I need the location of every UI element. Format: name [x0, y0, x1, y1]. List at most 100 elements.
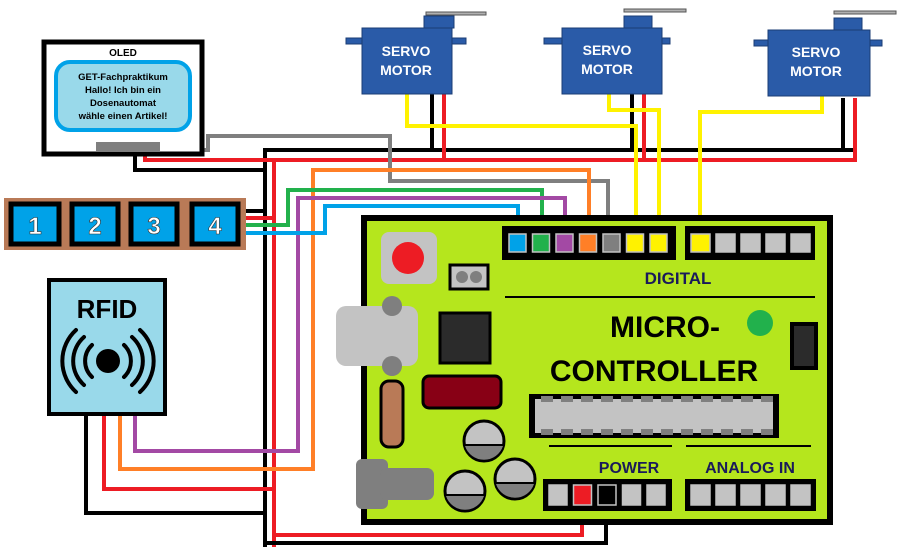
dip-pin [581, 396, 593, 402]
status-led [747, 310, 773, 336]
digital-pin [765, 233, 786, 253]
servo-horn [833, 10, 897, 15]
wire-orange [118, 168, 591, 471]
servo-motor-1: SERVO MOTOR [345, 11, 487, 95]
servo-gear-housing [623, 15, 653, 29]
digital-pin [690, 233, 711, 253]
oled-display: OLED GET-Fachpraktikum Hallo! Ich bin ei… [41, 39, 205, 157]
key-2-label: 2 [88, 213, 101, 240]
wire-servo-power-bus [272, 98, 857, 547]
servo-body [561, 27, 663, 95]
oled-line-3: Dosenautomat [90, 98, 157, 109]
servo-label-line2: MOTOR [790, 63, 842, 79]
dip-pin [701, 396, 713, 402]
wire-servo1-signal [405, 94, 638, 242]
board-title-line1: MICRO- [610, 311, 720, 344]
processor-chip [438, 311, 492, 365]
key-3[interactable]: 3 [128, 201, 180, 247]
digital-pin [578, 233, 598, 253]
dip-pin [681, 429, 693, 435]
keypad: 1 2 3 4 [4, 198, 246, 250]
servo-label-line1: SERVO [583, 42, 632, 58]
digital-pins [508, 233, 811, 253]
analog-pin [790, 484, 811, 506]
oled-line-2: Hallo! Ich bin ein [85, 85, 161, 96]
dip-pin [761, 429, 773, 435]
resistor [379, 379, 405, 449]
reset-button[interactable] [392, 242, 424, 274]
dip-pin [561, 429, 573, 435]
analog-pin [690, 484, 711, 506]
board-title-line2: CONTROLLER [550, 355, 759, 388]
dip-pin [681, 396, 693, 402]
digital-pin [508, 233, 527, 253]
wire-green [243, 188, 544, 242]
dip-pin [661, 429, 673, 435]
servo-label-line1: SERVO [382, 43, 431, 59]
wire-rfid-ground [84, 414, 267, 515]
wire-rfid-power [102, 414, 276, 491]
rfid-reader: RFID [47, 278, 167, 416]
dip-pin [601, 429, 613, 435]
dip-pin [621, 429, 633, 435]
rfid-wave-icon [60, 328, 156, 394]
key-3-label: 3 [147, 213, 160, 240]
dip-pin [741, 396, 753, 402]
power-pin [621, 484, 642, 506]
dip-pin [661, 396, 673, 402]
key-1-label: 1 [28, 213, 41, 240]
board-pcb [361, 215, 833, 525]
power-jack [356, 459, 434, 509]
servo-label-line1: SERVO [792, 44, 841, 60]
icsp-header [790, 322, 818, 370]
wire-oled-signal [158, 134, 610, 242]
digital-pin [531, 233, 551, 253]
dip-chip [529, 394, 779, 438]
digital-pin [740, 233, 761, 253]
capacitor-1 [462, 419, 506, 463]
analog-pin [715, 484, 736, 506]
key-4[interactable]: 4 [189, 201, 241, 247]
usb-connector [336, 306, 418, 366]
key-2[interactable]: 2 [69, 201, 121, 247]
servo-gear-housing [833, 17, 863, 31]
rfid-body [47, 278, 167, 416]
oled-line-1: GET-Fachpraktikum [78, 72, 168, 83]
digital-pin [649, 233, 668, 253]
dip-pin [561, 396, 573, 402]
analog-pin [765, 484, 786, 506]
digital-pin [790, 233, 811, 253]
oled-line-4: wähle einen Artikel! [78, 111, 168, 122]
dip-pin [641, 396, 653, 402]
jumper-header [448, 263, 490, 291]
servo-body [767, 29, 871, 97]
dip-pin [721, 429, 733, 435]
wire-servo3-signal [698, 96, 824, 242]
power-label: POWER [599, 460, 660, 477]
dip-pin [761, 396, 773, 402]
dip-pin [741, 429, 753, 435]
power-pin [572, 484, 593, 506]
wire-purple [133, 196, 567, 453]
power-pin [548, 484, 568, 506]
oled-title: OLED [109, 48, 137, 59]
digital-pin [625, 233, 645, 253]
dip-pin [541, 429, 553, 435]
oled-connector [96, 142, 160, 152]
capacitor-2 [443, 469, 487, 513]
power-pin [646, 484, 666, 506]
dip-pin [641, 429, 653, 435]
oled-screen [54, 60, 192, 132]
key-1[interactable]: 1 [8, 201, 62, 247]
analog-in-label: ANALOG IN [705, 460, 795, 477]
dip-pin [701, 429, 713, 435]
crystal-oscillator [421, 374, 503, 410]
dip-pin [601, 396, 613, 402]
wire-servo2-signal [607, 94, 661, 242]
dip-pin [581, 429, 593, 435]
servo-label-line2: MOTOR [581, 61, 633, 77]
key-4-label: 4 [208, 213, 222, 240]
digital-pin [715, 233, 736, 253]
rfid-title: RFID [77, 294, 138, 324]
